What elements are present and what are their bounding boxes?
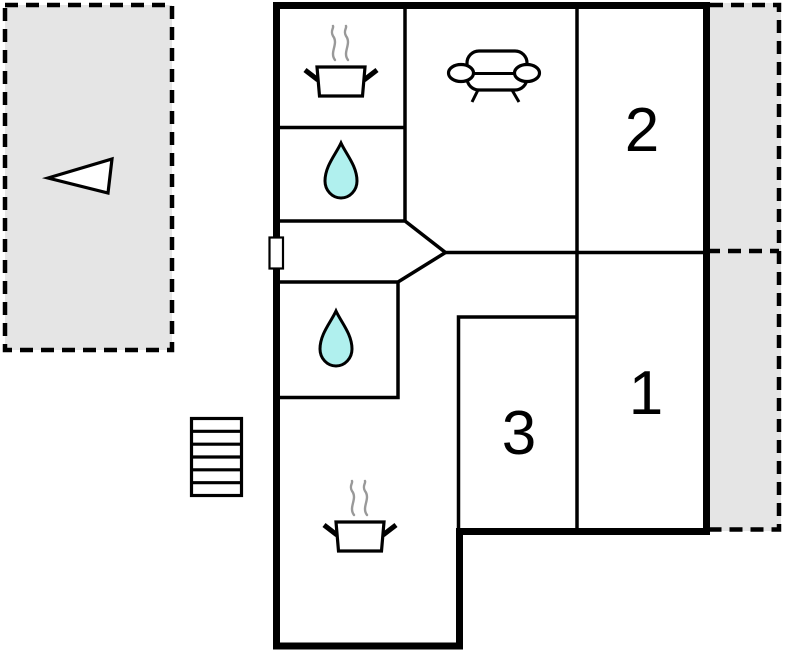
room-label-3: 3 — [502, 399, 536, 468]
outer-wall — [273, 2, 710, 650]
terrace-left-border — [2, 2, 175, 353]
terrace-right-area — [707, 3, 781, 531]
sofa-leg-right — [510, 89, 521, 103]
pot-body — [334, 520, 386, 553]
pot-body — [315, 65, 367, 98]
room-label-1: 1 — [629, 359, 663, 428]
sofa-armrest-right — [512, 62, 542, 84]
inner-wall-bath2 — [280, 282, 400, 400]
steam-line — [343, 24, 350, 62]
sofa-armrest-left — [446, 62, 476, 84]
north-arrow-icon — [41, 156, 114, 195]
terrace-right — [707, 2, 782, 532]
stairs-icon — [189, 416, 244, 498]
steam-line — [349, 479, 356, 517]
inner-wall-room3 — [456, 315, 577, 530]
steam-line — [362, 479, 369, 517]
cooking-pot-icon-bottom — [322, 479, 398, 553]
pot-handle-right — [381, 523, 398, 537]
sofa-leg-left — [470, 89, 480, 103]
door-icon — [268, 236, 285, 270]
water-drop-icon-bottom — [318, 307, 354, 368]
pot-handle-left — [303, 68, 320, 82]
sofa-icon — [446, 49, 542, 103]
room-label-2: 2 — [625, 96, 659, 165]
steam-line — [330, 24, 337, 62]
inner-wall-hall-bottom — [280, 251, 447, 284]
pot-handle-left — [322, 523, 339, 537]
cooking-pot-icon-top — [303, 24, 379, 98]
building-walls — [268, 2, 710, 650]
inner-wall-hall-top — [280, 219, 705, 255]
terrace-left — [2, 2, 175, 353]
water-drop-icon-top — [323, 139, 359, 200]
pot-handle-right — [362, 68, 379, 82]
